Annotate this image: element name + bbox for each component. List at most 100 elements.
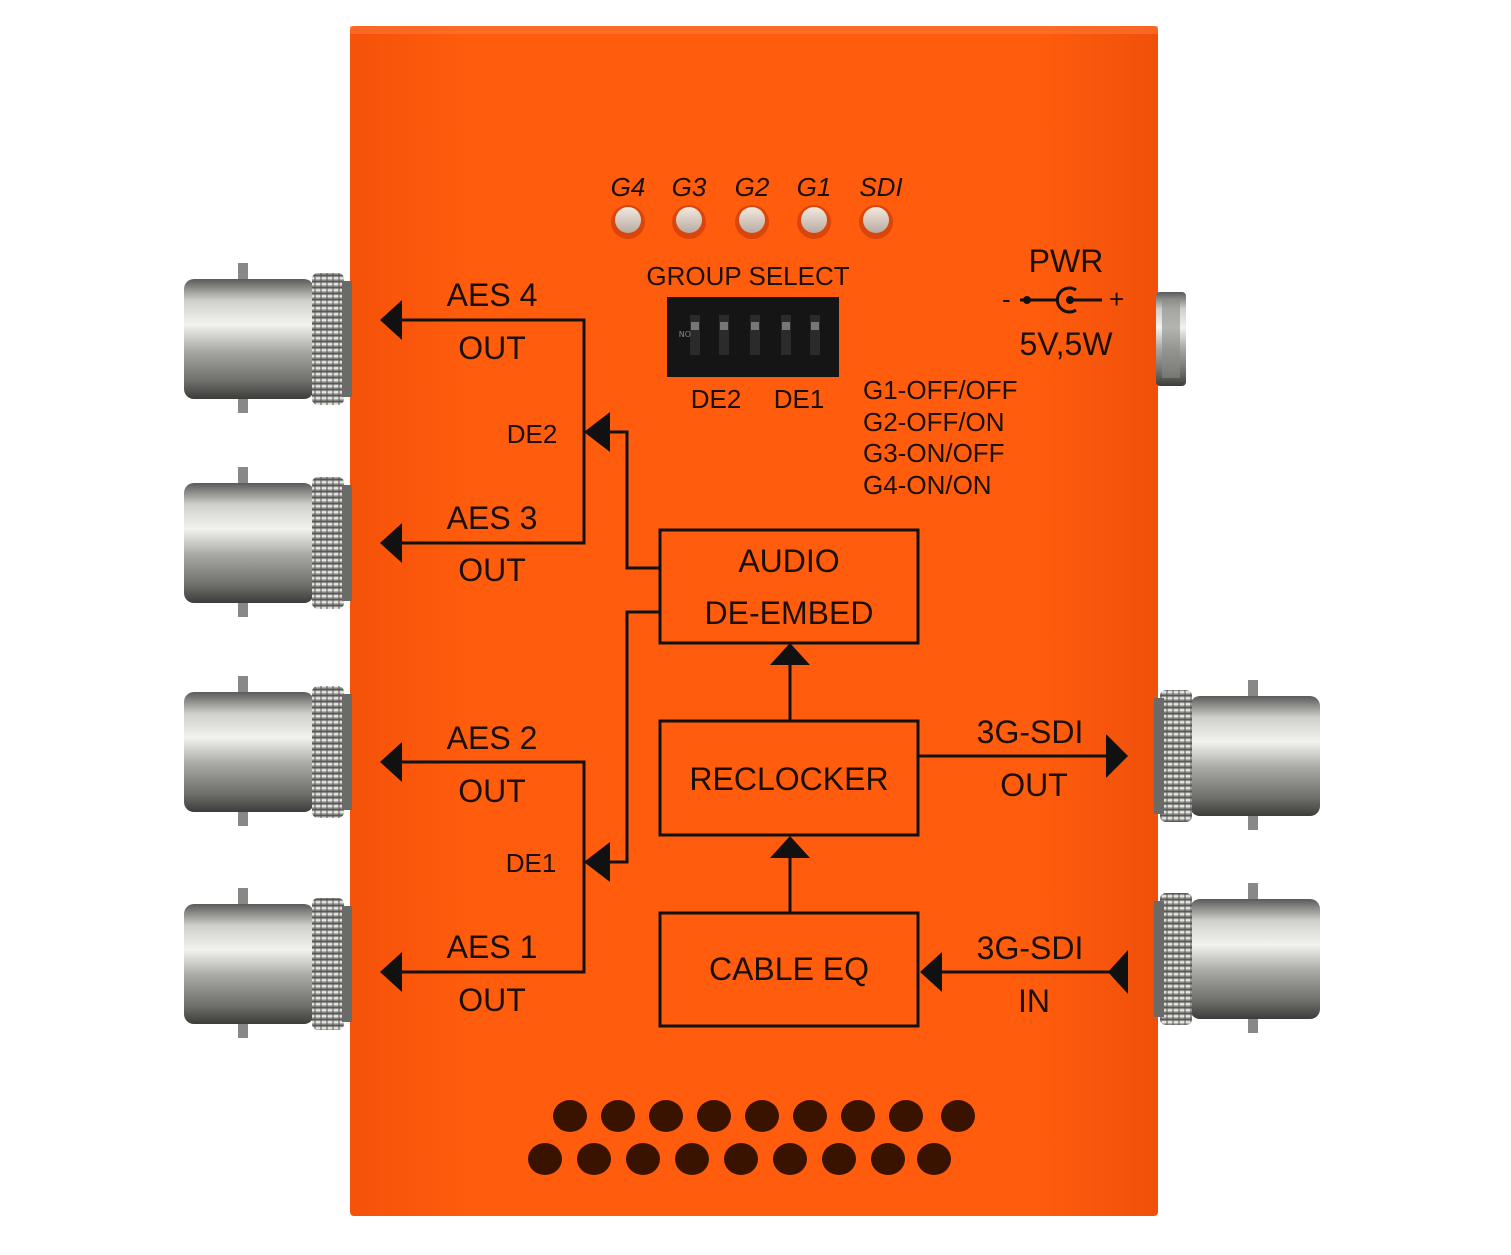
dip-slot	[781, 315, 791, 355]
cable-eq-label: CABLE EQ	[708, 951, 870, 987]
bnc-pin	[238, 397, 248, 413]
bnc-aes2-out[interactable]	[184, 676, 352, 826]
dip-toggle[interactable]	[751, 322, 759, 330]
setting-g4: G4-ON/ON	[863, 470, 992, 500]
block-cable-eq	[658, 911, 920, 1028]
vent-hole	[889, 1100, 923, 1132]
led-sdi	[863, 207, 889, 233]
arrow-into-cable-eq	[920, 952, 942, 992]
svg-text:ON: ON	[679, 329, 691, 338]
device-housing	[350, 26, 1158, 1216]
vent-hole	[553, 1100, 587, 1132]
power-title: PWR	[1028, 243, 1104, 279]
vent-holes	[528, 1100, 975, 1175]
vent-hole	[745, 1100, 779, 1132]
led-row	[611, 205, 893, 239]
vent-hole	[528, 1143, 562, 1175]
vent-hole	[793, 1100, 827, 1132]
dip-slot	[719, 315, 729, 355]
signal-lines	[400, 318, 1128, 974]
de2-label: DE2	[506, 419, 558, 449]
bnc-flange	[1154, 901, 1164, 1017]
bnc-flange	[342, 694, 352, 810]
bnc-flange	[1154, 698, 1164, 814]
dip-toggle[interactable]	[811, 322, 819, 330]
aes1-label: AES 1	[446, 929, 538, 965]
dip-toggle[interactable]	[720, 322, 728, 330]
bnc-sdi-in[interactable]	[1154, 883, 1320, 1033]
power-polarity-symbol	[1020, 286, 1102, 314]
bnc-flange	[342, 485, 352, 601]
bnc-pin	[1248, 1017, 1258, 1033]
bnc-nut	[312, 686, 344, 818]
arrow-sdi-in-tail	[1108, 950, 1128, 994]
dip-label-de2: DE2	[690, 384, 742, 414]
sdi-in-label-1: 3G-SDI	[976, 930, 1084, 966]
led-g3	[676, 207, 702, 233]
dip-toggle[interactable]	[782, 322, 790, 330]
arrow-de1	[584, 842, 610, 882]
sdi-out-label-1: 3G-SDI	[976, 714, 1084, 750]
dip-slot	[810, 315, 820, 355]
dip-label-de1: DE1	[773, 384, 825, 414]
arrow-aes3	[380, 523, 402, 563]
bnc-barrel	[1190, 899, 1320, 1019]
arrow-into-reclocker	[770, 836, 810, 858]
bnc-pin	[238, 263, 248, 279]
bnc-pin	[1248, 883, 1258, 899]
housing-top-edge	[350, 26, 1158, 34]
dip-slot	[750, 315, 760, 355]
vent-hole	[917, 1143, 951, 1175]
led-label-g2: G2	[734, 172, 770, 202]
vent-hole	[841, 1100, 875, 1132]
led-label-sdi: SDI	[859, 172, 903, 202]
line-aes2	[400, 760, 586, 862]
aes2-label: AES 2	[446, 720, 538, 756]
bnc-pin	[238, 810, 248, 826]
deembed-label-1: AUDIO	[738, 543, 840, 579]
led-label-g3: G3	[671, 172, 707, 202]
bnc-nut	[312, 273, 344, 405]
sdi-out-label-2: OUT	[1000, 767, 1068, 803]
vent-hole	[649, 1100, 683, 1132]
bnc-flange	[342, 281, 352, 397]
power-rating: 5V,5W	[1019, 326, 1113, 362]
sdi-in-label-2: IN	[1018, 983, 1050, 1019]
power-jack	[1156, 292, 1186, 386]
power-plus: +	[1109, 284, 1125, 314]
bnc-pin	[238, 601, 248, 617]
dip-toggle[interactable]	[691, 322, 699, 330]
vent-hole	[675, 1143, 709, 1175]
bnc-pin	[238, 888, 248, 904]
bnc-aes3-out[interactable]	[184, 467, 352, 617]
arrow-aes1	[380, 952, 402, 992]
arrow-into-deembed	[770, 643, 810, 665]
led-label-g4: G4	[610, 172, 646, 202]
led-label-g1: G1	[796, 172, 832, 202]
power-minus: -	[1002, 284, 1011, 314]
bnc-sdi-out[interactable]	[1154, 680, 1320, 830]
aes2-out-label: OUT	[458, 773, 526, 809]
vent-hole	[773, 1143, 807, 1175]
aes4-label: AES 4	[446, 277, 538, 313]
line-de1-feed	[604, 610, 660, 864]
function-blocks	[658, 528, 920, 1028]
bnc-nut	[312, 898, 344, 1030]
bnc-pin	[238, 467, 248, 483]
aes3-label: AES 3	[446, 500, 538, 536]
led-g1	[801, 207, 827, 233]
bnc-barrel	[184, 279, 314, 399]
line-de2-feed	[604, 430, 660, 570]
de1-label: DE1	[505, 848, 557, 878]
aes1-out-label: OUT	[458, 982, 526, 1018]
bnc-aes4-out[interactable]	[184, 263, 352, 413]
vent-hole	[724, 1143, 758, 1175]
bnc-barrel	[184, 904, 314, 1024]
dip-switch[interactable]: ON	[667, 297, 839, 377]
arrow-sdi-out	[1106, 734, 1128, 778]
vent-hole	[601, 1100, 635, 1132]
bnc-flange	[342, 906, 352, 1022]
bnc-aes1-out[interactable]	[184, 888, 352, 1038]
bnc-barrel	[184, 692, 314, 812]
